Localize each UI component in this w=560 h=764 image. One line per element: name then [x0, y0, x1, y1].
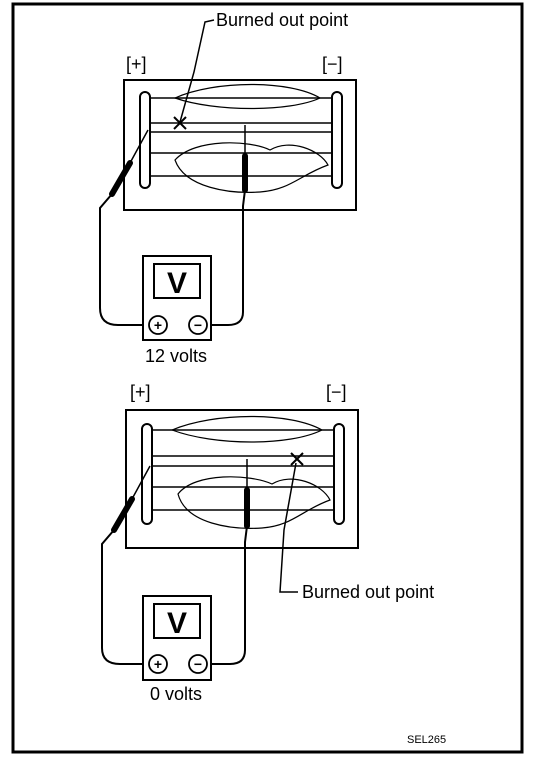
panel-contours-1 — [173, 83, 329, 193]
bus-bar-right-2 — [333, 423, 345, 525]
voltmeter-letter-2: V — [167, 607, 187, 640]
grid-lines-2 — [152, 429, 334, 511]
meter-minus-terminal-1 — [188, 315, 208, 335]
minus-terminal-label-1: [−] — [322, 54, 343, 74]
bus-bar-left-2 — [141, 423, 153, 525]
negative-probe-2 — [208, 459, 250, 665]
bus-bar-left-1 — [139, 91, 151, 189]
negative-probe-1 — [206, 125, 248, 326]
positive-probe-2 — [101, 465, 151, 665]
window-panel-1 — [123, 79, 357, 211]
meter-plus-sign-2: + — [154, 656, 162, 672]
meter-minus-terminal-2 — [188, 654, 208, 674]
voltage-reading-1: 12 volts — [145, 346, 207, 366]
voltmeter-letter-1: V — [167, 267, 187, 300]
bus-bar-right-1 — [331, 91, 343, 189]
meter-minus-sign-1: − — [194, 317, 202, 333]
panel-contours-2 — [170, 415, 331, 529]
burned-out-label-1: Burned out point — [216, 10, 348, 30]
meter-plus-sign-1: + — [154, 317, 162, 333]
pointer-line-2 — [279, 462, 298, 593]
plus-terminal-label-1: [+] — [126, 54, 147, 74]
meter-minus-sign-2: − — [194, 656, 202, 672]
outer-frame — [11, 2, 524, 754]
burned-out-mark-1 — [173, 116, 187, 130]
figure-code: SEL265 — [407, 734, 446, 746]
burned-out-label-2: Burned out point — [302, 582, 434, 602]
voltage-reading-2: 0 volts — [150, 684, 202, 704]
meter-plus-terminal-2 — [148, 654, 168, 674]
plus-terminal-label-2: [+] — [130, 382, 151, 402]
positive-probe-1 — [99, 129, 150, 326]
pointer-line-1 — [179, 19, 215, 123]
voltmeter-2: V + − — [142, 595, 212, 681]
meter-plus-terminal-1 — [148, 315, 168, 335]
voltmeter-1: V + − — [142, 255, 212, 341]
window-panel-2 — [125, 409, 359, 549]
minus-terminal-label-2: [−] — [326, 382, 347, 402]
burned-out-mark-2 — [290, 452, 304, 466]
diagram-2: [+] [−] — [101, 382, 434, 704]
diagram-1: Burned out point [+] [−] — [99, 10, 357, 366]
